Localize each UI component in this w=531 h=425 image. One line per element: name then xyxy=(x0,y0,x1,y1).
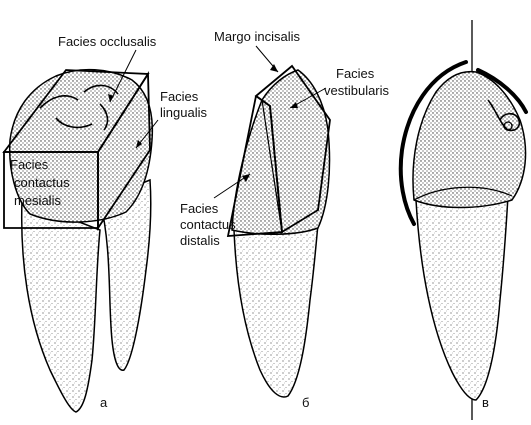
molar-root-main xyxy=(20,198,101,413)
arrow-margo xyxy=(270,64,278,72)
label-facies-vestibularis-1: Facies xyxy=(336,66,375,81)
molar-box-side xyxy=(97,71,151,231)
label-facies-occlusalis: Facies occlusalis xyxy=(58,34,157,49)
arrow-lingualis xyxy=(136,140,142,148)
label-facies-lingualis-2: lingualis xyxy=(160,105,207,120)
molar-cusp-lines xyxy=(39,84,119,131)
molar-crown xyxy=(8,68,154,223)
label-facies-mesialis-3: mesialis xyxy=(14,193,61,208)
panel-label-b: б xyxy=(302,395,309,410)
premolar-cervical-line xyxy=(413,186,513,201)
label-facies-mesialis-1: Facies xyxy=(10,157,49,172)
incisor-ridge xyxy=(261,99,283,233)
arrow-distalis xyxy=(242,174,250,182)
label-facies-distalis-2: contactus xyxy=(180,217,236,232)
molar-tooth-figure xyxy=(2,68,154,413)
lingual-arc xyxy=(476,68,528,114)
premolar-tooth-figure xyxy=(398,20,528,420)
incisor-root xyxy=(233,223,319,398)
label-facies-vestibularis-2: vestibularis xyxy=(324,83,390,98)
incisor-crown xyxy=(231,69,331,235)
incisor-tooth-figure xyxy=(226,64,331,398)
label-facies-mesialis-2: contactus xyxy=(14,175,70,190)
molar-root-back xyxy=(99,178,152,371)
label-facies-distalis-1: Facies xyxy=(180,201,219,216)
label-facies-distalis-3: distalis xyxy=(180,233,220,248)
panel-label-a: а xyxy=(100,395,108,410)
arrow-occlusalis xyxy=(108,94,114,102)
leader-occlusalis xyxy=(109,49,137,103)
arrow-vestibularis xyxy=(290,102,298,108)
premolar-root xyxy=(415,195,509,401)
vestibular-arc xyxy=(398,60,468,226)
label-facies-lingualis-1: Facies xyxy=(160,89,199,104)
premolar-detail xyxy=(487,99,521,132)
panel-label-v: в xyxy=(482,395,489,410)
premolar-crown xyxy=(412,70,527,209)
premolar-pit xyxy=(503,121,513,131)
label-margo-incisalis: Margo incisalis xyxy=(214,29,300,44)
